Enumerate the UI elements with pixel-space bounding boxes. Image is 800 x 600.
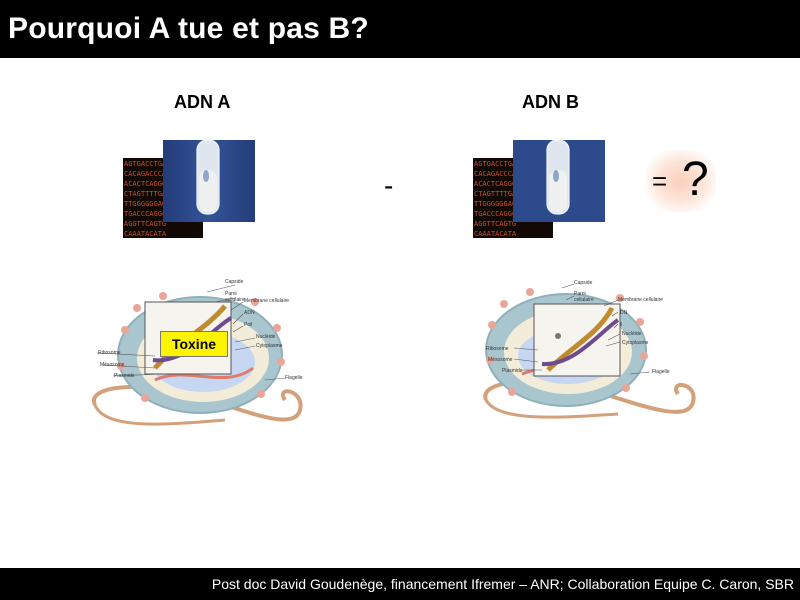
bacterium-diagram-b: Capside Paroi cellulaire Membrane cellul… [478,270,728,450]
legend-cytoplasme-a: Cytoplasme [256,343,283,349]
column-b-label: ADN B [522,92,579,112]
svg-text:ACACTCAGGC: ACACTCAGGC [474,180,516,188]
legend-mesosome-a: Mésosome [100,362,125,368]
svg-text:CAAATACATA: CAAATACATA [124,230,167,238]
svg-text:CAAATACATA: CAAATACATA [474,230,517,238]
legend-poil-a: Poil [244,322,253,328]
legend-flagelle-a: Flagelle [285,375,303,381]
svg-text:CTAGTTTTGA: CTAGTTTTGA [124,190,167,198]
minus-operator: - [384,170,394,201]
svg-text:TGACCCAGGC: TGACCCAGGC [124,210,166,218]
svg-text:CTAGTTTTGA: CTAGTTTTGA [474,190,517,198]
legend-poil-b: il [620,322,623,328]
svg-text:ACACTCAGGC: ACACTCAGGC [124,180,166,188]
legend-mesosome-b: Mésosome [488,357,513,363]
svg-text:AGGTTCAGTG: AGGTTCAGTG [474,220,516,228]
svg-text:AGTGACCTGA: AGTGACCTGA [124,160,167,168]
legend-capside-b: Capside [574,280,593,286]
svg-text:CACAGACCCA: CACAGACCCA [124,170,167,178]
legend-flagelle-b: Flagelle [652,369,670,375]
svg-text:TTGGGGGGAC: TTGGGGGGAC [474,200,516,208]
legend-adn-a: ADN [244,310,255,316]
title-bar: Pourquoi A tue et pas B? [0,0,800,58]
legend-membrane-a: Membrane cellulaire [244,298,290,304]
legend-paroi-b: Paroi [574,291,586,297]
legend-adn-b: DN [620,310,628,316]
legend-paroi-a: Paroi [225,291,237,297]
dna-sample-a-image: AGTGACCTGA CACAGACCCA ACACTCAGGC CTAGTTT… [123,140,255,240]
legend-cellulaire-b: cellulaire [574,297,594,303]
legend-cellulaire-a: cellulaire [225,297,245,303]
legend-nucleide-a: Nucléide [256,334,276,340]
slide-title: Pourquoi A tue et pas B? [8,12,369,45]
footer-credits: Post doc David Goudenège, financement If… [211,576,794,592]
result-unknown: = ? [646,150,716,212]
legend-nucleide-b: Nucléide [622,331,642,337]
svg-text:TGACCCAGGC: TGACCCAGGC [474,210,516,218]
question-mark: ? [682,153,709,206]
svg-text:TTGGGGGGAC: TTGGGGGGAC [124,200,166,208]
bacterium-diagram-a: Capside Paroi cellulaire Membrane cellul… [85,270,335,450]
legend-capside-a: Capside [225,279,244,285]
legend-plasmide-a: Plasmide [114,373,135,379]
legend-plasmide-b: Plasmide [502,368,523,374]
legend-membrane-b: Membrane cellulaire [618,297,664,303]
svg-text:AGTGACCTGA: AGTGACCTGA [474,160,517,168]
footer-bar: Post doc David Goudenège, financement If… [0,568,800,600]
toxin-highlight-label: Toxine [160,331,228,357]
legend-cytoplasme-b: Cytoplasme [622,340,649,346]
dna-sample-b-image: AGTGACCTGA CACAGACCCA ACACTCAGGC CTAGTTT… [473,140,605,240]
svg-text:CACAGACCCA: CACAGACCCA [474,170,517,178]
equals-sign: = [652,166,668,196]
legend-ribosome-a: Ribosome [98,350,121,356]
svg-text:AGGTTCAGTG: AGGTTCAGTG [124,220,166,228]
legend-ribosome-b: Ribosome [486,346,509,352]
column-a-label: ADN A [174,92,231,112]
